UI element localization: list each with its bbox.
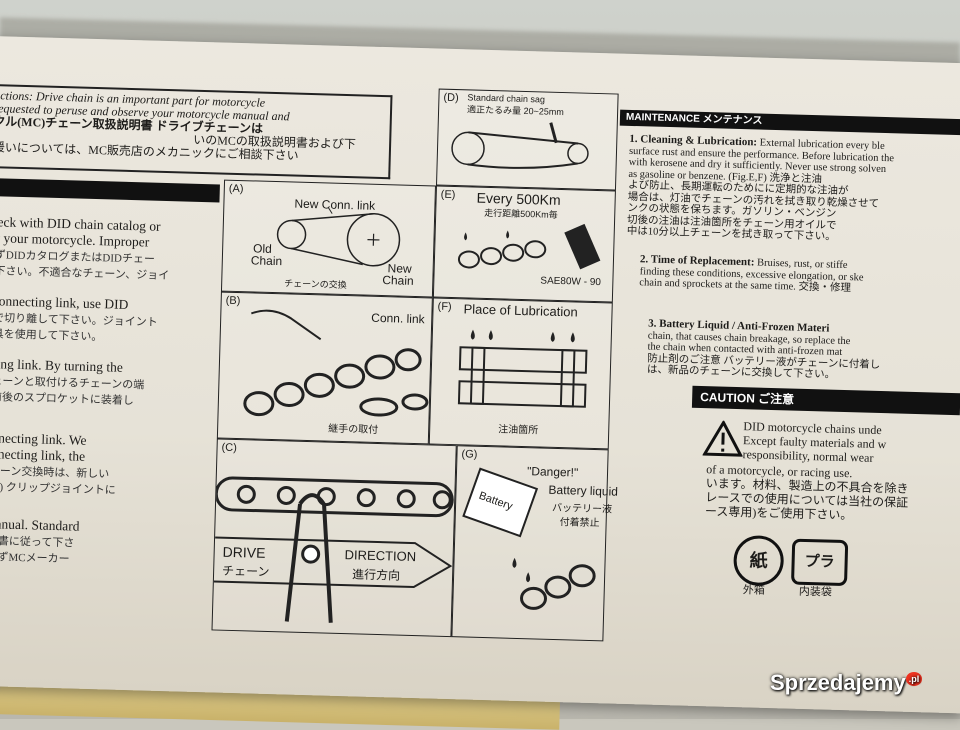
direction-label: DIRECTION xyxy=(344,547,417,565)
caution-line: responsibility, normal wear xyxy=(742,447,874,465)
panel-a-chain-replacement: (A) New Conn. link Old Chain New Chain チ… xyxy=(220,179,436,298)
caution-line: ース専用)をご使用下さい。 xyxy=(704,504,853,523)
instructions-column: check with DID chain catalog or for your… xyxy=(0,214,220,585)
panel-g-battery-warning: (G) "Danger!" Battery liquid バッテリー液 付着禁止… xyxy=(451,445,618,642)
sprocket-diagram xyxy=(276,207,401,267)
instruction-text-jp: を前後のスプロケットに装着し xyxy=(0,390,135,408)
watermark-text: Sprzedajemy xyxy=(770,670,906,695)
instruction-text: d connecting link, use DID xyxy=(0,293,129,312)
intro-text: uctions: Drive chain is an important par… xyxy=(0,88,357,164)
drive-label: DRIVE xyxy=(222,543,266,561)
panel-b-link-fitting: (B) Conn. link 継手の取付 xyxy=(216,291,433,445)
caution-header: CAUTION ご注意 xyxy=(691,385,960,416)
instruction-text-jp: て下さい。不適合なチェーン、ジョイ xyxy=(0,264,170,283)
maintenance-header: MAINTENANCE メンテナンス xyxy=(619,109,960,136)
battery-diagram xyxy=(462,467,596,610)
oil-can-diagram xyxy=(457,223,601,270)
instruction-text-jp: 必ずDIDカタログまたはDIDチェー xyxy=(0,248,156,266)
instruction-text: ecting link. By turning the xyxy=(0,355,124,375)
instruction-text-jp: 説明書に従って下さ xyxy=(0,534,75,550)
panel-e-lubrication-interval: (E) Every 500Km 走行距離500Km毎 SAE80W - 90 xyxy=(432,185,616,303)
chain-sag-diagram xyxy=(451,122,589,169)
recycle-icon-text: 紙 xyxy=(749,550,768,571)
recycle-icon-label: 外箱 xyxy=(742,584,765,597)
panel-c-clip-direction: (C) DRIVE チェーン DIRECTION 進行方向 xyxy=(211,438,457,638)
connecting-link-diagram xyxy=(243,309,429,417)
panel-d-chain-sag: (D) Standard chain sag 適正たるみ量 20~25mm xyxy=(435,88,619,191)
instruction-text: s manual. Standard xyxy=(0,516,80,534)
instruction-text-jp: は必ずMCメーカー xyxy=(0,550,70,566)
recycle-icon-text: プラ xyxy=(804,552,835,571)
plastic-recycle-icon: プラ xyxy=(790,538,849,587)
maintenance-section-1: 1. Cleaning & Lubrication: External lubr… xyxy=(627,133,895,245)
instruction-text-jp: チェーン交換時は、新しい xyxy=(0,464,110,481)
warning-triangle-icon xyxy=(702,420,744,457)
intro-box: uctions: Drive chain is an important par… xyxy=(0,83,393,180)
clip-direction-diagram xyxy=(213,476,454,623)
instruction-text: connecting link, the xyxy=(0,445,86,464)
maintenance-section-2: 2. Time of Replacement: Bruises, rust, o… xyxy=(639,253,864,295)
instruction-text-jp: 部で切り離して下さい。ジョイント xyxy=(0,311,158,329)
chain-box-label: uctions: Drive chain is an important par… xyxy=(0,36,960,714)
watermark: Sprzedajemy.pl xyxy=(770,670,923,696)
direction-label-jp: 進行方向 xyxy=(351,567,401,583)
instruction-text: connecting link. We xyxy=(0,429,87,448)
caution-text-2: of a motorcycle, or racing use. います。材料、製… xyxy=(705,462,909,524)
instruction-text-jp: 工具を使用して下さい。 xyxy=(0,327,103,344)
section-bar xyxy=(0,177,220,203)
recycle-icon-label: 内装袋 xyxy=(798,585,832,599)
paper-recycle-icon: 紙 xyxy=(732,534,785,587)
drive-label-jp: チェーン xyxy=(221,563,270,580)
watermark-suffix: .pl xyxy=(905,671,923,686)
maintenance-section-3: 3. Battery Liquid / Anti-Frozen Materi c… xyxy=(647,317,882,382)
instruction-text-jp: 参照) クリップジョイントに xyxy=(0,480,116,497)
panel-f-lubrication-place: (F) Place of Lubrication 注油箇所 xyxy=(428,297,613,450)
instruction-text-jp: チェーンと取付けるチェーンの端 xyxy=(0,374,145,392)
lubrication-diagram xyxy=(457,329,588,408)
caution-text: DID motorcycle chains unde Except faulty… xyxy=(742,419,886,465)
